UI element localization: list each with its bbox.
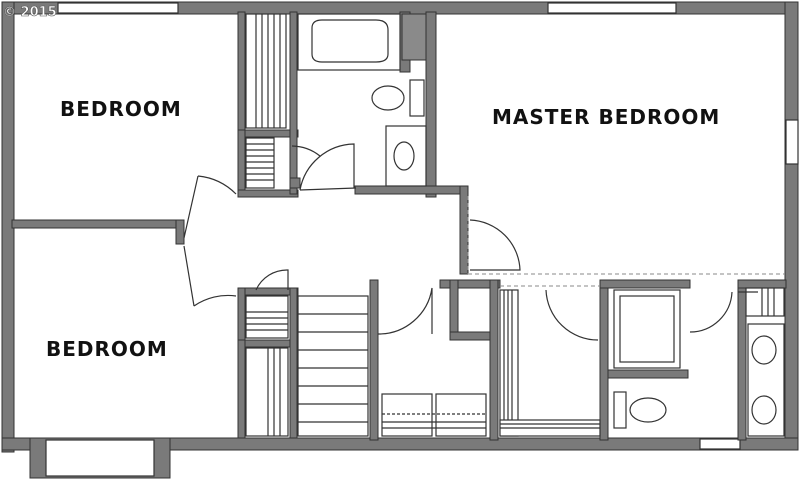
window xyxy=(57,2,179,14)
room-label-master-bedroom: MASTER BEDROOM xyxy=(492,105,720,129)
door-swings xyxy=(183,143,758,341)
staircase xyxy=(297,295,369,437)
upper-bath-fixtures xyxy=(297,13,427,187)
copyright-notice: © 2015 xyxy=(3,5,57,20)
window xyxy=(699,438,741,450)
lower-bath-fixtures xyxy=(613,289,785,437)
room-label-bedroom-upper: BEDROOM xyxy=(60,97,182,121)
closet-shelving xyxy=(245,13,785,437)
room-label-bedroom-lower: BEDROOM xyxy=(46,337,168,361)
window xyxy=(547,2,677,14)
interior-walls xyxy=(11,11,787,441)
window xyxy=(785,119,799,165)
